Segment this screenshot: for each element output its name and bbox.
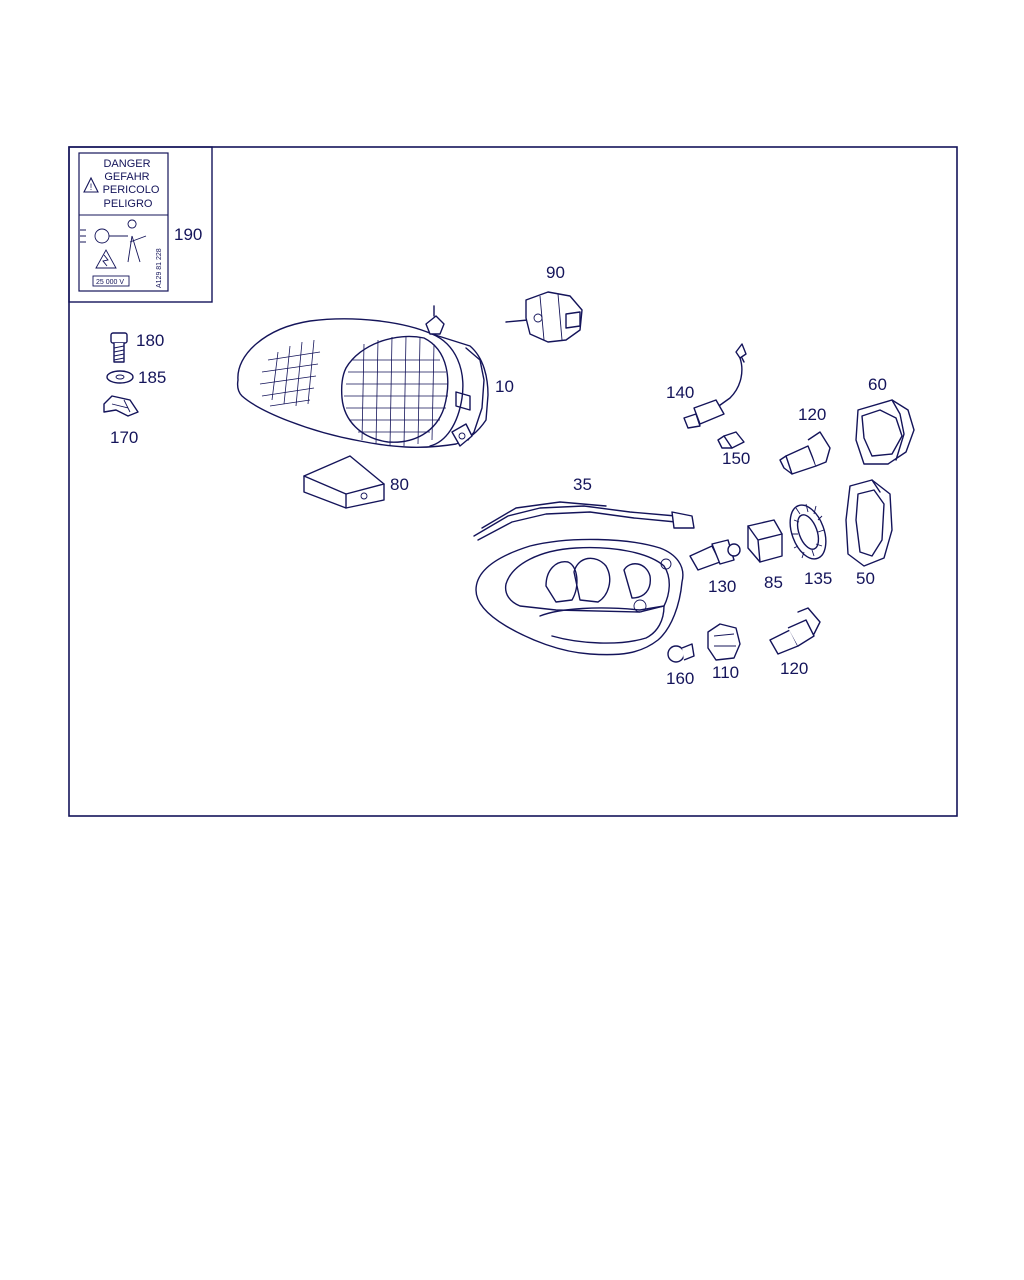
warning-voltage: 25 000 V [96,279,124,286]
part-110-bulb-socket [707,623,741,661]
callout-35: 35 [573,475,592,494]
part-50-seal [845,479,893,567]
callout-190: 190 [174,225,202,244]
callout-90: 90 [546,263,565,282]
part-120-bulb-upper [779,431,831,475]
callout-150: 150 [722,449,750,468]
part-140-bulb-holder-cable [683,343,747,429]
warning-part-code: A129 81 228 [156,248,163,288]
part-180-screw [110,332,128,363]
callout-140: 140 [666,383,694,402]
headlamp-reflector-grid [259,335,448,447]
callout-135: 135 [804,569,832,588]
warning-label-panel: ! DANGER GEFAHR PERICOLO PELIGRO 25 000 … [68,146,213,303]
callout-85: 85 [764,573,783,592]
part-150-small-bulb [717,431,745,449]
callout-170: 170 [110,428,138,447]
callout-185: 185 [138,368,166,387]
part-80-control-unit [303,455,385,509]
part-10-headlamp-assembly [236,305,489,448]
part-60-cap [855,399,915,465]
part-90-leveling-motor [505,291,583,343]
warning-line-peligro: PELIGRO [104,198,153,210]
callout-110: 110 [712,663,739,682]
part-35-wiring-harness [473,501,695,541]
warning-line-danger: DANGER [103,158,150,170]
callout-80: 80 [390,475,409,494]
svg-text:!: ! [90,182,93,192]
part-135-retaining-ring [789,503,827,560]
part-130-bulb [689,539,741,571]
callout-160: 160 [666,669,694,688]
callout-180: 180 [136,331,164,350]
diagram-frame [68,146,958,817]
electric-shock-icon [80,219,147,269]
part-120-bulb-lower [769,607,821,655]
callout-60: 60 [868,375,887,394]
callout-120-lower: 120 [780,659,808,678]
part-185-washer [106,370,134,384]
part-170-clip-nut [103,395,139,417]
part-85-igniter [747,519,783,563]
warning-line-pericolo: PERICOLO [103,184,160,196]
callout-130: 130 [708,577,736,596]
warning-triangle-icon: ! [83,176,99,193]
callout-10: 10 [495,377,514,396]
part-35-headlamp-housing [475,538,684,656]
callout-120-upper: 120 [798,405,826,424]
warning-line-gefahr: GEFAHR [104,171,149,183]
part-160-small-bulb [667,643,695,663]
callout-50: 50 [856,569,875,588]
